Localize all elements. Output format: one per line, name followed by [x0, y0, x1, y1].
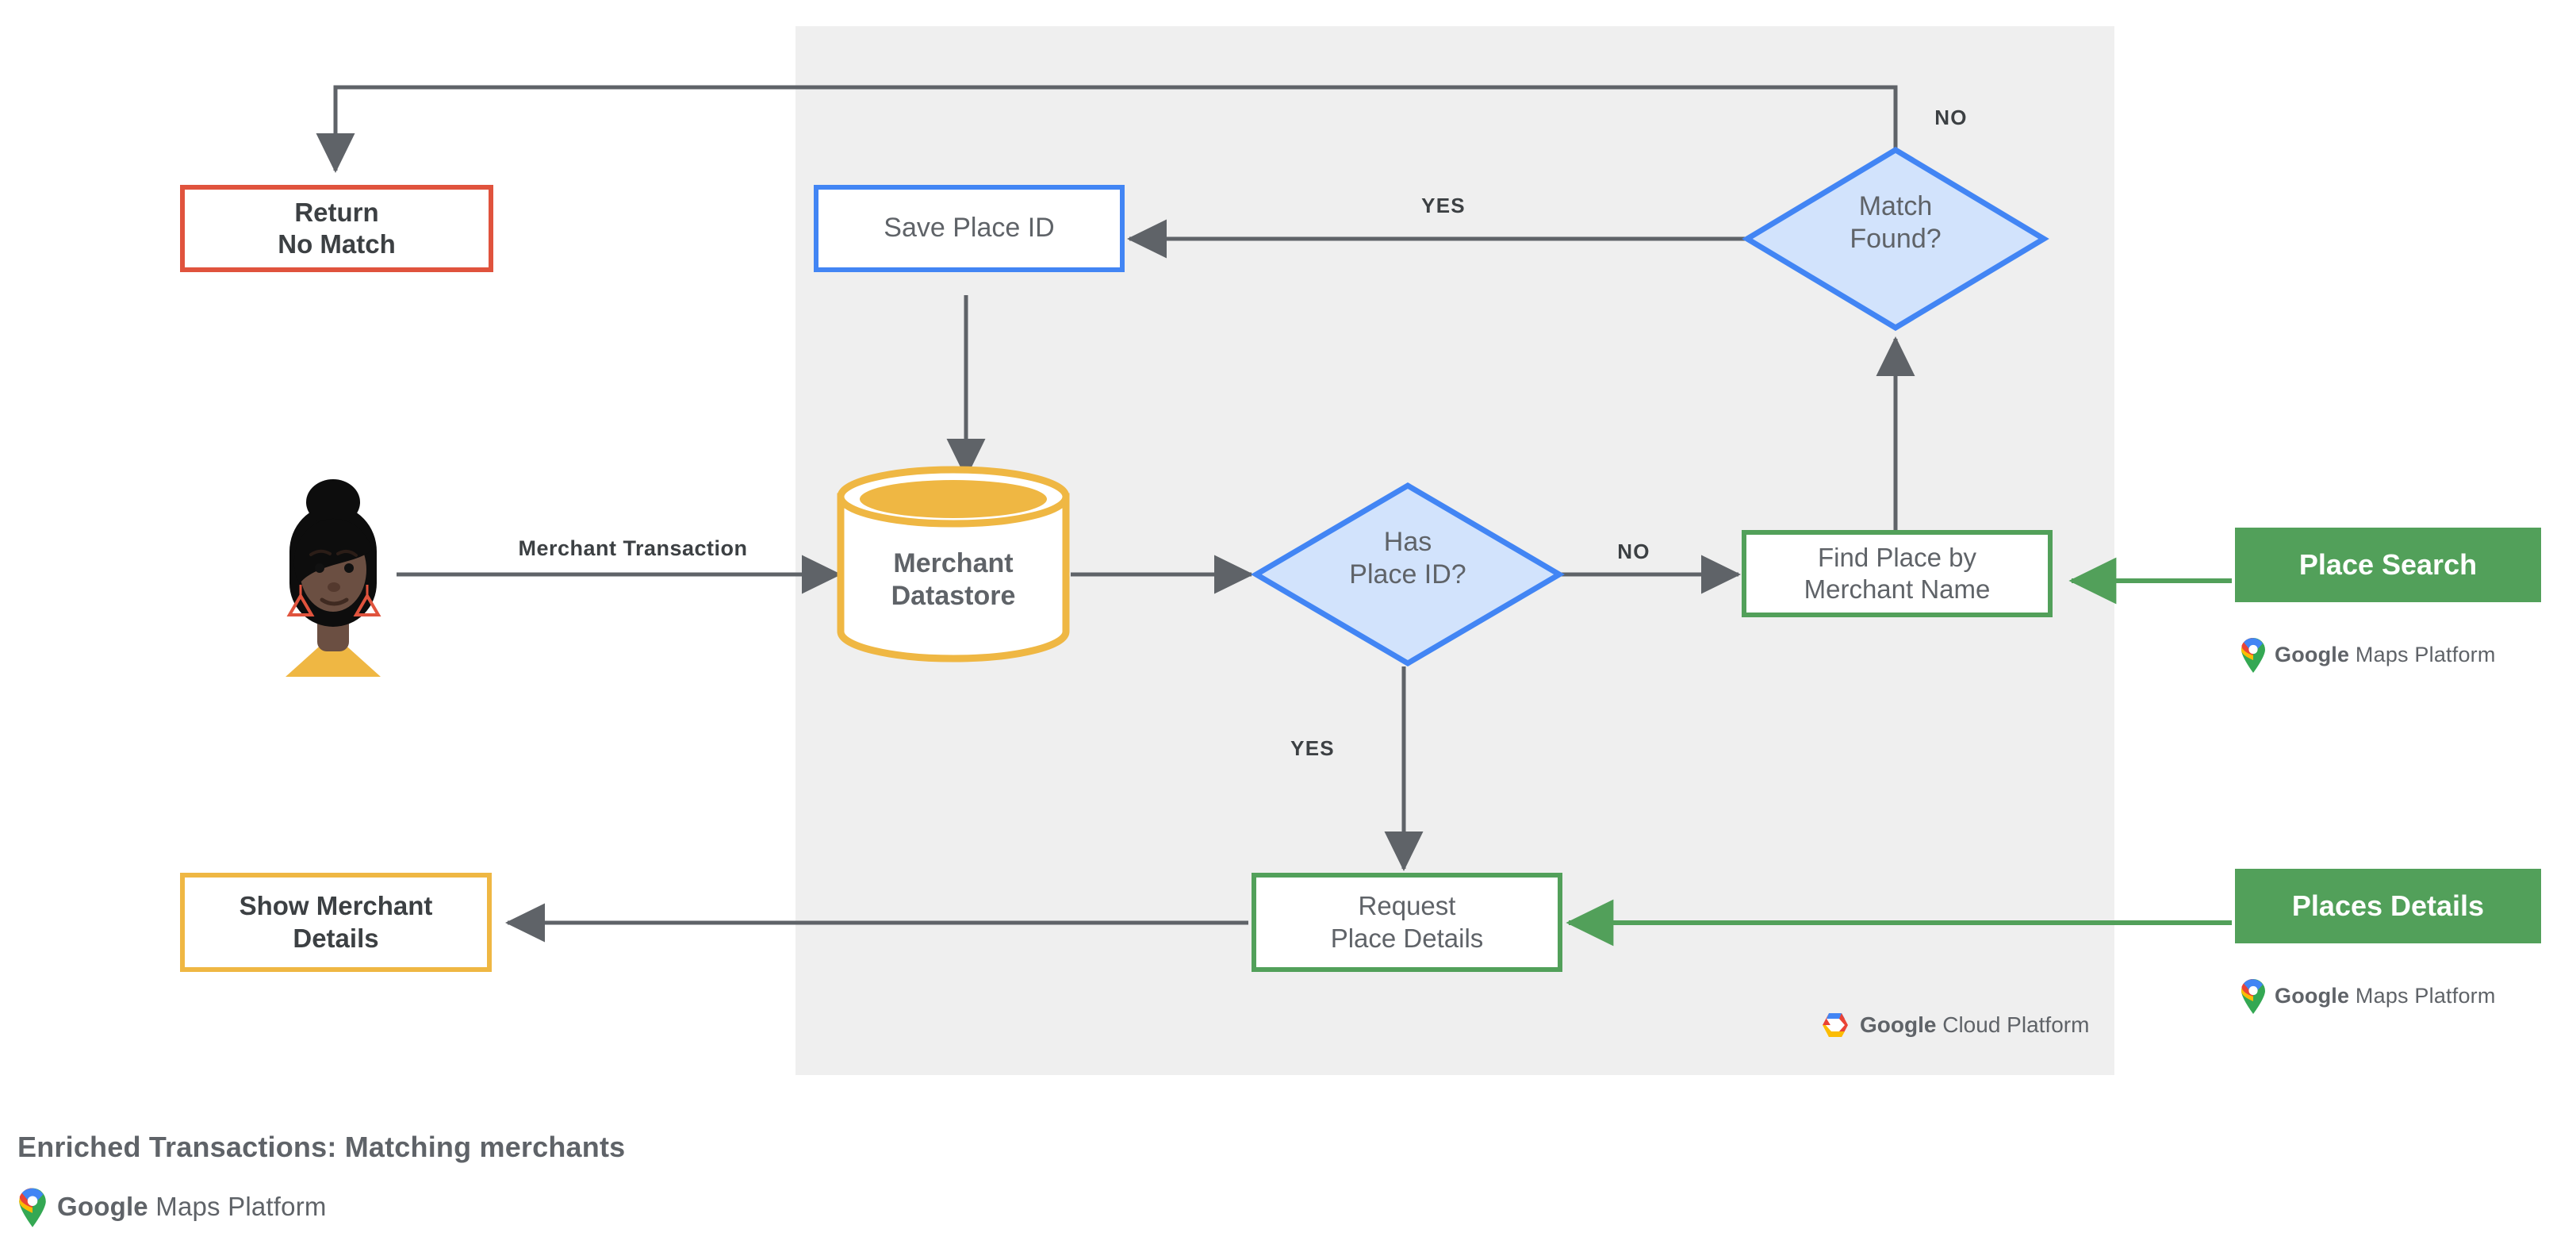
node-request-place-details[interactable]: Request Place Details: [1252, 873, 1562, 972]
maps-logo-brand-1: Google: [2275, 642, 2350, 666]
diagram-caption: Enriched Transactions: Matching merchant…: [17, 1131, 626, 1163]
avatar-earring-right: [353, 593, 381, 616]
node-has-place-id-text: Has Place ID?: [1253, 526, 1562, 591]
node-has-place-id-line2: Place ID?: [1349, 559, 1466, 590]
node-has-place-id-line1: Has: [1383, 527, 1432, 557]
maps-pin-icon: [2241, 637, 2265, 673]
avatar-eye-left: [315, 563, 324, 573]
node-return-no-match[interactable]: Return No Match: [180, 185, 493, 272]
node-find-place-line2: Merchant Name: [1804, 574, 1991, 604]
maps-platform-logo-place-search: Google Maps Platform: [2240, 636, 2496, 673]
maps-logo-brand-footer: Google: [57, 1192, 148, 1221]
google-cloud-platform-logo: Google Cloud Platform: [1820, 1012, 2089, 1039]
edge-label-match-found-no: NO: [1934, 106, 1968, 129]
node-show-merchant-details-line2: Details: [293, 923, 379, 953]
avatar-shirt: [286, 634, 381, 677]
user-avatar: [286, 479, 381, 677]
node-show-merchant-details[interactable]: Show Merchant Details: [180, 873, 492, 972]
node-merchant-datastore[interactable]: [834, 466, 1072, 662]
node-save-place-id[interactable]: Save Place ID: [814, 185, 1125, 272]
node-return-no-match-line2: No Match: [278, 229, 396, 259]
match-found-diamond-shape: [1742, 146, 2049, 332]
node-request-place-details-line1: Request: [1358, 891, 1456, 921]
avatar-brow-left: [309, 549, 332, 556]
datastore-top-fill: [860, 480, 1047, 518]
avatar-brow-right: [336, 550, 358, 557]
avatar-earring-left: [286, 593, 315, 616]
cloud-platform-logo-text: Google Cloud Platform: [1860, 1012, 2089, 1038]
maps-pin-icon: [19, 1188, 46, 1227]
chip-place-search[interactable]: Place Search: [2235, 528, 2541, 602]
chip-places-details[interactable]: Places Details: [2235, 869, 2541, 943]
edge-label-has-place-id-yes: YES: [1290, 736, 1335, 760]
cloud-logo-product: Cloud Platform: [1942, 1012, 2090, 1037]
edge-match-found-no: [316, 85, 1898, 174]
node-match-found[interactable]: [1742, 146, 2049, 332]
maps-logo-brand-2: Google: [2275, 983, 2350, 1008]
node-show-merchant-details-line1: Show Merchant: [239, 891, 433, 921]
chip-place-search-label: Place Search: [2298, 548, 2478, 581]
maps-logo-product-2: Maps Platform: [2355, 983, 2496, 1008]
node-merchant-datastore-line1: Merchant: [893, 548, 1014, 578]
has-place-id-diamond-shape: [1251, 482, 1565, 667]
node-find-place-by-merchant-name[interactable]: Find Place by Merchant Name: [1742, 530, 2053, 617]
datastore-body: [837, 493, 1070, 662]
edge-label-match-found-yes: YES: [1421, 194, 1466, 217]
maps-pin-icon: [2241, 978, 2265, 1014]
node-save-place-id-label: Save Place ID: [884, 213, 1055, 244]
avatar-fringe: [293, 518, 372, 583]
maps-platform-logo-text-footer: Google Maps Platform: [57, 1192, 327, 1222]
node-return-no-match-line1: Return: [294, 197, 379, 227]
avatar-hair-bun: [306, 479, 360, 525]
node-match-found-line1: Match: [1858, 191, 1933, 221]
node-match-found-line2: Found?: [1850, 223, 1942, 254]
edge-label-merchant-transaction: Merchant Transaction: [518, 536, 748, 560]
node-merchant-datastore-text: Merchant Datastore: [834, 547, 1072, 613]
maps-logo-product-footer: Maps Platform: [155, 1192, 327, 1221]
avatar-mouth: [320, 597, 349, 606]
cloud-logo-brand: Google: [1860, 1012, 1937, 1037]
maps-platform-logo-footer: Google Maps Platform: [17, 1186, 327, 1227]
cloud-platform-hexagon-icon: [1823, 1013, 1848, 1037]
avatar-nose: [328, 582, 340, 592]
chip-places-details-label: Places Details: [2291, 889, 2485, 922]
node-merchant-datastore-line2: Datastore: [891, 581, 1016, 612]
node-match-found-text: Match Found?: [1744, 190, 2047, 255]
edge-label-has-place-id-no: NO: [1617, 540, 1650, 563]
maps-platform-logo-places-details: Google Maps Platform: [2240, 977, 2496, 1014]
maps-logo-product-1: Maps Platform: [2355, 642, 2496, 666]
node-find-place-line1: Find Place by: [1818, 542, 1976, 572]
maps-platform-logo-text-2: Google Maps Platform: [2275, 984, 2496, 1008]
node-request-place-details-line2: Place Details: [1330, 923, 1484, 953]
maps-platform-logo-text-1: Google Maps Platform: [2275, 643, 2496, 667]
node-has-place-id[interactable]: [1251, 482, 1565, 667]
avatar-eye-right: [344, 563, 354, 573]
